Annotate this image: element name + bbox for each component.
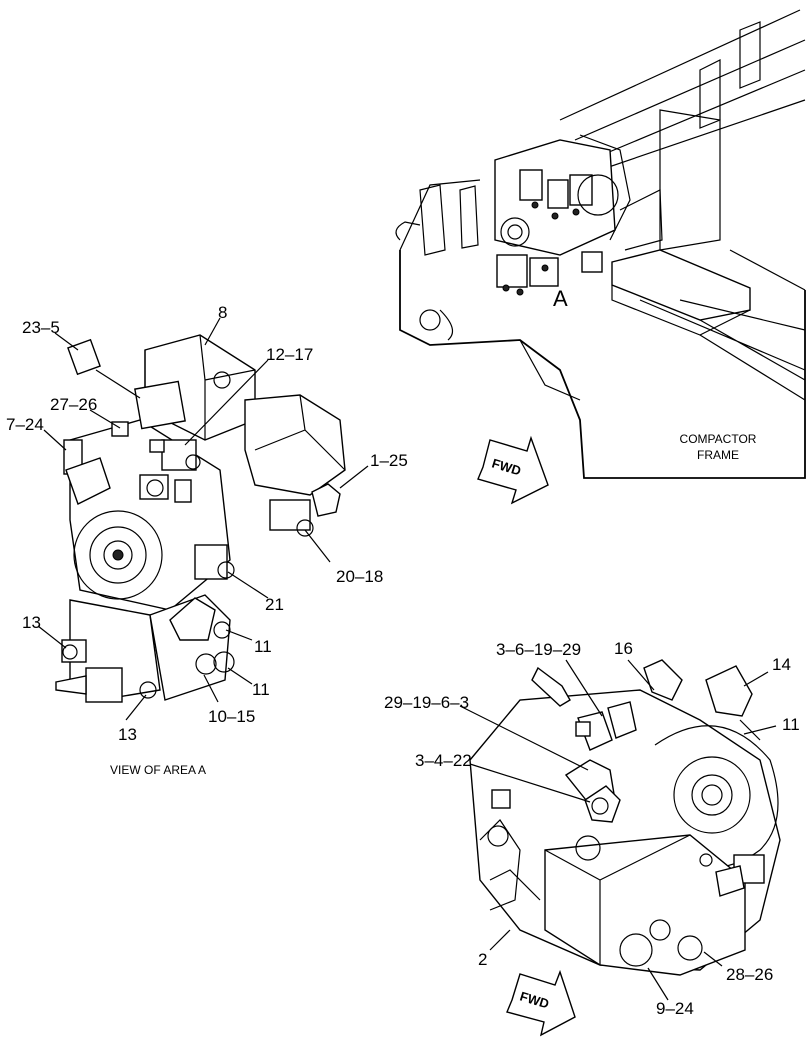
- callout-13a: 13: [22, 613, 41, 632]
- area-marker-a: A: [553, 286, 568, 311]
- callout-7-24: 7–24: [6, 415, 44, 434]
- callout-20-18: 20–18: [336, 567, 383, 586]
- leader-lines-rear-view: [459, 659, 777, 1001]
- callout-12-17: 12–17: [266, 345, 313, 364]
- compactor-frame-overview: A COMPACTOR FRAME FWD: [395, 9, 806, 505]
- callout-28-26: 28–26: [726, 965, 773, 984]
- view-caption: VIEW OF AREA A: [110, 763, 206, 777]
- frame-label-line2: FRAME: [697, 448, 739, 462]
- fwd-arrow-top: FWD: [477, 435, 549, 505]
- callout-3-6-19-29: 3–6–19–29: [496, 640, 581, 659]
- callout-8: 8: [218, 303, 227, 322]
- callout-16: 16: [614, 639, 633, 658]
- callout-23-5: 23–5: [22, 318, 60, 337]
- callout-29-19-6-3: 29–19–6–3: [384, 693, 469, 712]
- callout-27-26: 27–26: [50, 395, 97, 414]
- callout-11a: 11: [254, 637, 272, 656]
- pump-assembly-location: [494, 134, 663, 296]
- callout-1-25: 1–25: [370, 451, 408, 470]
- frame-label-line1: COMPACTOR: [680, 432, 757, 446]
- fittings-top-view: [55, 338, 341, 703]
- rear-view: 3–6–19–29 16 14 29–19–6–3 11 3–4–22 2 28…: [384, 639, 800, 1037]
- callout-10-15: 10–15: [208, 707, 255, 726]
- callout-3-4-22: 3–4–22: [415, 751, 472, 770]
- callout-9-24: 9–24: [656, 999, 694, 1018]
- callout-13b: 13: [118, 725, 137, 744]
- fwd-arrow-bottom: FWD: [506, 969, 576, 1037]
- leader-lines-top-view: [37, 317, 369, 721]
- view-of-area-a: 23–5 8 12–17 27–26 7–24 1–25 20–18 21 13…: [6, 303, 408, 777]
- fittings-rear-view: [487, 659, 765, 967]
- callout-2: 2: [478, 950, 487, 969]
- callout-14: 14: [772, 655, 791, 674]
- callout-11b: 11: [252, 680, 270, 699]
- callout-21: 21: [265, 595, 284, 614]
- callout-11c: 11: [782, 715, 800, 734]
